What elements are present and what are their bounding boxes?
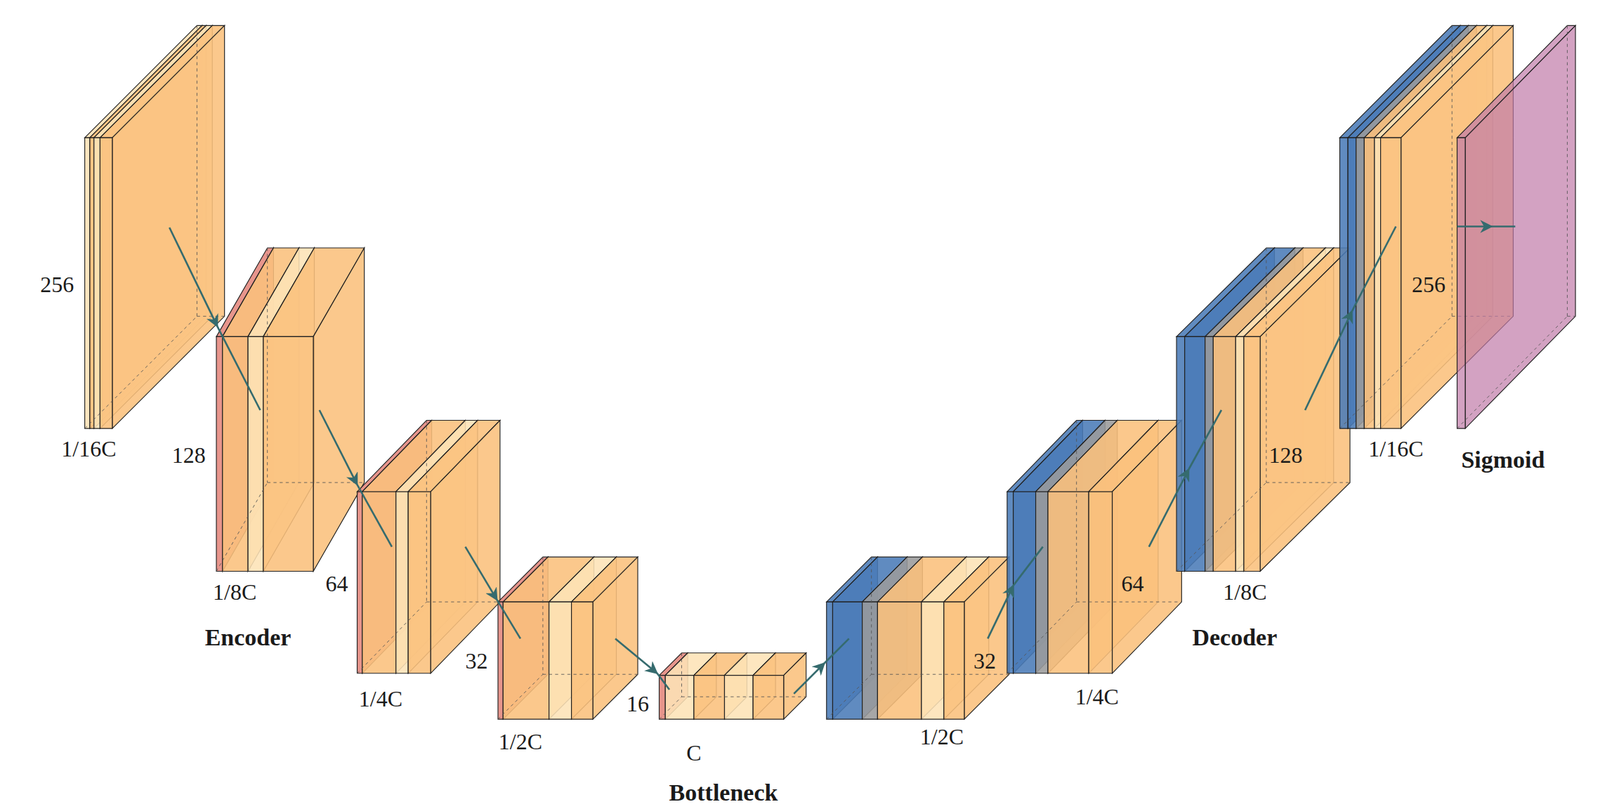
- dimension-label: 128: [172, 443, 206, 467]
- slab-face: [943, 601, 965, 720]
- hidden-edge: [1007, 420, 1182, 674]
- dimension-label: 16: [626, 692, 649, 716]
- slab-face: [665, 675, 694, 720]
- slab-face: [408, 491, 431, 674]
- dimension-label: 1/4C: [358, 687, 403, 711]
- slab-face: [1047, 491, 1089, 674]
- hidden-edge: [826, 556, 1010, 720]
- hidden-edge: [216, 247, 365, 572]
- slab-face: [1176, 336, 1185, 572]
- slab-face: [247, 336, 264, 572]
- hidden-edge: [1457, 25, 1577, 429]
- hidden-edge: [357, 420, 501, 674]
- dimension-label: C: [686, 741, 701, 765]
- slab-face: [1356, 137, 1365, 429]
- slab-face: [357, 491, 363, 674]
- slab-face: [99, 137, 112, 429]
- hidden-edge: [659, 653, 807, 720]
- layer-blocks: [84, 25, 1576, 720]
- dimension-label: 1/2C: [498, 730, 543, 753]
- dimension-label: 1/8C: [212, 580, 257, 604]
- slab-face: [430, 420, 501, 674]
- slab-face: [549, 601, 572, 720]
- slab-face: [832, 601, 862, 720]
- dimension-label: 128: [1269, 443, 1303, 467]
- dimension-label: 32: [464, 649, 488, 673]
- slab-face: [502, 601, 549, 720]
- dimension-label: 1/2C: [920, 725, 964, 749]
- slab-face: [752, 675, 784, 720]
- slab-face: [84, 137, 90, 429]
- slab-face: [693, 675, 725, 720]
- slab-face: [724, 675, 753, 720]
- dimension-label: 1/4C: [1075, 685, 1119, 708]
- slab-face: [1457, 137, 1466, 429]
- dimension-label: 1/8C: [1222, 580, 1267, 604]
- hidden-edge: [84, 25, 225, 429]
- section-title: Encoder: [205, 625, 292, 650]
- section-title: Sigmoid: [1460, 448, 1545, 472]
- slab-face: [1243, 336, 1261, 572]
- slab-face: [1184, 336, 1206, 572]
- slab-face: [964, 556, 1010, 720]
- dimension-label: 32: [973, 649, 996, 673]
- slab-face: [1007, 491, 1014, 674]
- slab-face: [497, 601, 503, 720]
- dimension-label: 64: [1121, 572, 1145, 595]
- dimension-label: 1/16C: [61, 437, 116, 461]
- dimension-label: 256: [40, 273, 74, 296]
- slab-face: [862, 601, 878, 720]
- slab-face: [89, 137, 95, 429]
- hidden-edge: [497, 556, 638, 720]
- slab-face: [921, 601, 944, 720]
- section-title: Bottleneck: [669, 781, 779, 805]
- slab-face: [1088, 491, 1112, 674]
- dimension-label: 64: [325, 572, 348, 595]
- slab-face: [216, 336, 223, 572]
- flow-arrows: [169, 226, 1516, 694]
- slab-face: [222, 336, 248, 572]
- slab-face: [571, 601, 594, 720]
- slab-face: [1347, 137, 1357, 429]
- slab-face: [1112, 420, 1183, 674]
- slab-face: [1035, 491, 1048, 674]
- slab-face: [396, 491, 409, 674]
- dimension-label: 256: [1411, 273, 1446, 296]
- section-title: Decoder: [1191, 625, 1277, 650]
- slab-face: [94, 137, 101, 429]
- dimension-label: 1/16C: [1368, 437, 1424, 461]
- slab-face: [112, 25, 225, 429]
- slab-face: [313, 247, 365, 572]
- slab-face: [1235, 336, 1244, 572]
- slab-face: [362, 491, 397, 674]
- slab-face: [1374, 137, 1381, 429]
- slab-face: [1339, 137, 1348, 429]
- slab-face: [263, 336, 314, 572]
- slab-face: [877, 601, 921, 720]
- slab-face: [1212, 336, 1236, 572]
- hidden-edge: [1176, 247, 1350, 572]
